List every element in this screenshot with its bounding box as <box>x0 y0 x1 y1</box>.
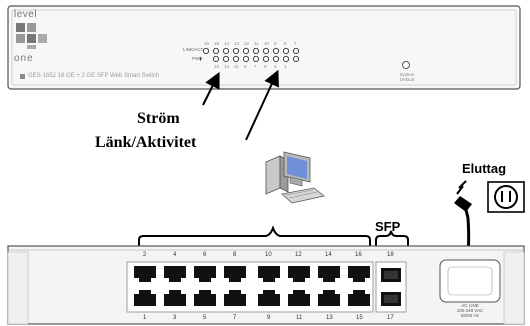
led-number: 10 <box>264 41 270 46</box>
sfp-callout-label: SFP <box>375 219 401 234</box>
port-label: 12 <box>295 252 302 258</box>
port-labels-top: 2 4 6 8 10 12 14 16 18 <box>0 252 530 260</box>
led-number: 11 <box>234 64 239 69</box>
power-led-indicator <box>200 56 202 62</box>
port-label: 4 <box>173 252 177 258</box>
port-label: 18 <box>387 252 394 258</box>
port-label: 16 <box>355 252 362 258</box>
model-color-square <box>20 73 25 79</box>
led-indicator <box>232 55 240 63</box>
model-text-row: GES-1652 16 GE + 2 GE SFP Web Smart Swit… <box>20 71 159 81</box>
ac-text-line: AC LINE <box>461 303 479 308</box>
port-label: 11 <box>296 315 303 321</box>
led-indicator <box>242 47 250 55</box>
led-number: 13 <box>224 64 230 69</box>
power-callout-label: Ström <box>137 110 180 127</box>
led-indicator <box>282 55 290 63</box>
led-power-label: PWR <box>192 56 203 61</box>
system-label-line2: Default <box>399 77 415 82</box>
led-indicator <box>232 47 240 55</box>
port-label: 14 <box>325 252 332 258</box>
led-indicator <box>252 47 260 55</box>
model-text: GES-1652 16 GE + 2 GE SFP Web Smart Swit… <box>28 73 160 79</box>
led-number: 15 <box>214 41 220 46</box>
led-indicator <box>272 55 280 63</box>
led-number: 13 <box>234 41 240 46</box>
led-array <box>200 47 300 63</box>
led-number: 9 <box>244 64 247 69</box>
sfp-brace <box>375 230 409 248</box>
port-label: 8 <box>233 252 237 258</box>
led-indicator <box>262 55 270 63</box>
system-default-button[interactable] <box>400 59 412 71</box>
link-activity-callout-label: Länk/Aktivitet <box>95 134 197 151</box>
power-arrow <box>202 71 220 106</box>
led-number: 7 <box>294 41 297 46</box>
outlet-callout-label: Eluttag <box>462 161 507 176</box>
wall-outlet-icon <box>487 181 525 213</box>
ac-power-text: AC LINE 100-240 VAC 50/60 Hz <box>436 303 504 318</box>
logo-text-one: one <box>14 53 34 64</box>
led-number: 16 <box>204 41 210 46</box>
led-indicator <box>292 55 300 63</box>
led-number: 15 <box>214 64 220 69</box>
led-indicator <box>242 55 250 63</box>
port-label: 3 <box>173 315 177 321</box>
port-labels-bottom: 1 3 5 7 9 11 13 15 17 <box>0 315 530 323</box>
led-number: 14 <box>224 41 230 46</box>
led-indicator <box>282 47 290 55</box>
led-indicator <box>272 47 280 55</box>
port-label: 9 <box>267 315 271 321</box>
led-number: 3 <box>274 64 277 69</box>
led-number: 7 <box>254 64 257 69</box>
led-bottom-numbers: 15 13 11 9 7 5 3 1 <box>214 64 304 70</box>
level-one-logo: level one <box>14 9 54 69</box>
system-label-line1: System <box>399 72 415 77</box>
led-indicator <box>262 47 270 55</box>
port-label: 2 <box>143 252 147 258</box>
logo-mark <box>16 23 47 49</box>
ethernet-brace <box>138 225 371 248</box>
led-number: 12 <box>244 41 250 46</box>
led-indicator <box>212 47 220 55</box>
led-indicator <box>202 47 210 55</box>
port-label: 17 <box>387 315 394 321</box>
led-link-label: LINK/ACT <box>183 47 204 52</box>
led-number: 8 <box>284 41 287 46</box>
ac-text-line: 100-240 VAC <box>456 308 484 313</box>
port-label: 13 <box>326 315 333 321</box>
led-indicator <box>292 47 300 55</box>
link-activity-arrow <box>245 69 279 141</box>
led-number: 11 <box>254 41 259 46</box>
led-number: 9 <box>274 41 277 46</box>
computer-icon <box>265 151 325 204</box>
port-label: 10 <box>265 252 272 258</box>
port-label: 5 <box>203 315 207 321</box>
system-default-label: System Default <box>395 72 419 82</box>
led-indicator <box>222 55 230 63</box>
port-label: 15 <box>356 315 363 321</box>
led-number: 1 <box>284 64 287 69</box>
port-label: 1 <box>143 315 147 321</box>
led-indicator <box>252 55 260 63</box>
led-top-numbers: 16 15 14 13 12 11 10 9 8 7 <box>204 41 304 47</box>
led-indicator <box>212 55 220 63</box>
port-label: 7 <box>233 315 237 321</box>
port-label: 6 <box>203 252 207 258</box>
ac-text-line: 50/60 Hz <box>460 313 479 318</box>
led-number: 5 <box>264 64 267 69</box>
logo-text-level: level <box>14 9 38 20</box>
led-indicator <box>222 47 230 55</box>
